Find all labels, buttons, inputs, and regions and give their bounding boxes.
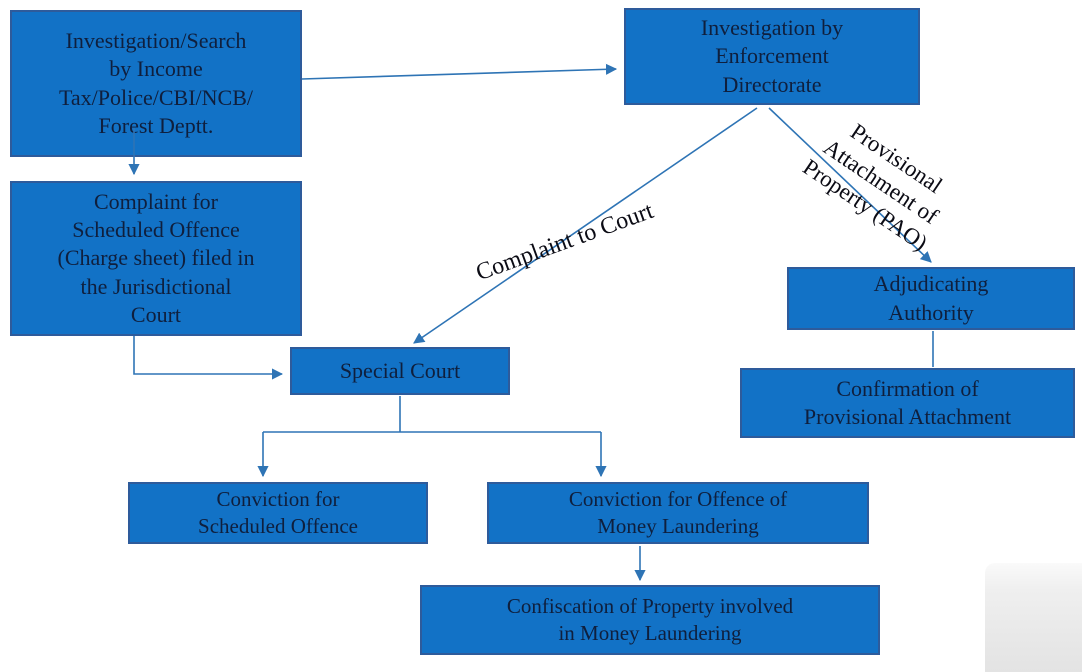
node-complaint-scheduled-offence: Complaint for Scheduled Offence (Charge … (10, 181, 302, 336)
node-adjudicating-authority: Adjudicating Authority (787, 267, 1075, 330)
node-special-court: Special Court (290, 347, 510, 395)
arrow-search-to-ed (301, 63, 618, 80)
node-investigation-search: Investigation/Search by Income Tax/Polic… (10, 10, 302, 157)
node-conviction-money-laundering: Conviction for Offence of Money Launderi… (487, 482, 869, 544)
node-confiscation-label: Confiscation of Property involved in Mon… (506, 594, 794, 645)
node-investigation-enforcement-directorate: Investigation by Enforcement Directorate (624, 8, 920, 105)
node-investigation-ed-label: Investigation by Enforcement Directorate (700, 15, 844, 97)
node-conviction-scheduled-label: Conviction for Scheduled Offence (198, 487, 358, 538)
node-adjudicating-authority-label: Adjudicating Authority (873, 271, 989, 325)
arrow-ed-to-special-court (413, 107, 758, 344)
node-confirmation-provisional-attachment: Confirmation of Provisional Attachment (740, 368, 1075, 438)
node-complaint-scheduled-label: Complaint for Scheduled Offence (Charge … (57, 189, 255, 327)
node-conviction-scheduled-offence: Conviction for Scheduled Offence (128, 482, 428, 544)
node-special-court-label: Special Court (339, 357, 461, 383)
decorative-corner-shape (985, 563, 1082, 672)
edge-label-provisional-attachment-pao: Provisional Attachment of Property (PAO) (798, 118, 947, 256)
arrow-ed-to-adjudicating-authority (768, 107, 932, 263)
node-confiscation-of-property: Confiscation of Property involved in Mon… (420, 585, 880, 655)
arrow-complaint-to-special-court (133, 336, 284, 380)
edge-label-complaint-to-court: Complaint to Court (472, 197, 657, 287)
node-investigation-search-label: Investigation/Search by Income Tax/Polic… (58, 28, 253, 138)
node-confirmation-pa-label: Confirmation of Provisional Attachment (803, 375, 1012, 429)
node-conviction-ml-label: Conviction for Offence of Money Launderi… (568, 487, 788, 538)
